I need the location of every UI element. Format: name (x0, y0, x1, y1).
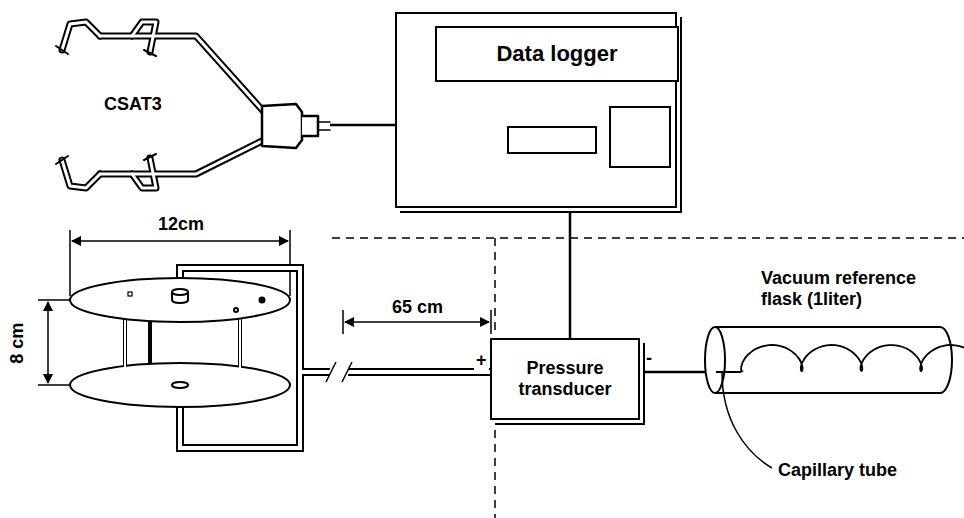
dimension-line (38, 300, 70, 385)
dashed-boundary (332, 238, 964, 518)
dimension-label: 12cm (158, 214, 204, 235)
port-sign: - (646, 348, 652, 369)
node-label: Vacuum reference flask (1liter) (761, 268, 951, 309)
pressure-transducer-box: Pressure transducer (490, 338, 640, 420)
dimension-label: 65 cm (392, 297, 443, 318)
reference-tube (640, 371, 705, 374)
logger-panel (507, 126, 597, 154)
port-sign: + (474, 350, 489, 371)
leader-line (722, 372, 772, 468)
pressure-probe (70, 278, 290, 407)
data-logger-box: Data logger (395, 12, 677, 208)
sensor-node: CSAT3 (60, 10, 330, 205)
part-label: Capillary tube (778, 460, 897, 481)
vacuum-flask (705, 327, 964, 468)
signal-cable (330, 124, 395, 127)
node-label: Pressure transducer (500, 358, 630, 399)
signal-cable (569, 208, 572, 338)
sonic-anemometer (56, 22, 330, 188)
node-label: CSAT3 (104, 94, 330, 115)
logger-panel (609, 106, 671, 168)
dimension-label: 8 cm (8, 322, 29, 363)
reference-flask: Vacuum reference flask (1liter) (705, 262, 955, 402)
logger-display: Data logger (435, 26, 679, 82)
